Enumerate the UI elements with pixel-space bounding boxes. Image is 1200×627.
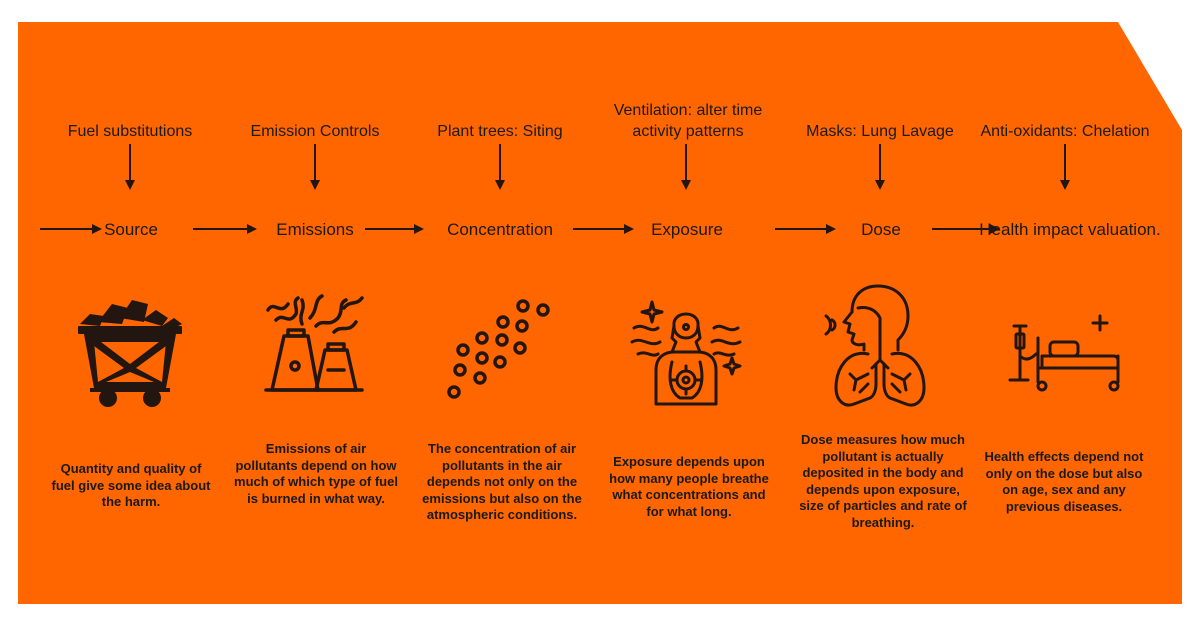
person-exposure-icon bbox=[630, 300, 742, 406]
intervention-label: Fuel substitutions bbox=[67, 123, 193, 140]
stage-label: Dose bbox=[861, 219, 901, 239]
intervention-anti-oxidants: Anti-oxidants: Chelation bbox=[970, 96, 1160, 142]
stage-emissions: Emissions bbox=[220, 206, 410, 252]
description-text: Health effects depend not only on the do… bbox=[984, 449, 1144, 514]
stage-concentration: Concentration bbox=[405, 206, 595, 252]
intervention-emission-controls: Emission Controls bbox=[220, 96, 410, 142]
intervention-label: Emission Controls bbox=[250, 123, 380, 140]
intervention-label: Masks: Lung Lavage bbox=[806, 123, 954, 140]
stage-label: Concentration bbox=[447, 219, 553, 239]
orange-panel bbox=[18, 22, 1182, 604]
description-text: Emissions of air pollutants depend on ho… bbox=[234, 441, 398, 506]
description-text: The concentration of air pollutants in t… bbox=[422, 441, 582, 522]
intervention-label: Ventilation: alter time activity pattern… bbox=[613, 102, 763, 140]
factory-chimneys-icon bbox=[264, 294, 364, 392]
description-concentration: The concentration of air pollutants in t… bbox=[419, 441, 585, 524]
stage-dose: Dose bbox=[786, 206, 976, 252]
intervention-label: Plant trees: Siting bbox=[437, 123, 563, 140]
description-text: Dose measures how much pollutant is actu… bbox=[799, 432, 967, 530]
intervention-label: Anti-oxidants: Chelation bbox=[980, 123, 1150, 140]
coal-cart-icon bbox=[78, 300, 182, 407]
intervention-plant-trees: Plant trees: Siting bbox=[405, 96, 595, 142]
description-health: Health effects depend not only on the do… bbox=[978, 449, 1150, 515]
stage-exposure: Exposure bbox=[592, 206, 782, 252]
intervention-masks: Masks: Lung Lavage bbox=[785, 96, 975, 142]
stage-label: Source bbox=[104, 219, 158, 239]
particles-icon bbox=[447, 299, 550, 399]
description-emissions: Emissions of air pollutants depend on ho… bbox=[234, 441, 398, 507]
stage-label: Exposure bbox=[651, 219, 723, 239]
description-exposure: Exposure depends upon how many people br… bbox=[603, 454, 775, 520]
stage-label: Health impact valuation. bbox=[979, 219, 1161, 239]
intervention-ventilation: Ventilation: alter time activity pattern… bbox=[593, 96, 783, 142]
intervention-fuel: Fuel substitutions bbox=[35, 96, 225, 142]
description-dose: Dose measures how much pollutant is actu… bbox=[793, 432, 973, 531]
hospital-bed-icon bbox=[1008, 314, 1120, 392]
stage-health-impact: Health impact valuation. bbox=[970, 206, 1170, 252]
description-source: Quantity and quality of fuel give some i… bbox=[50, 461, 212, 511]
description-text: Quantity and quality of fuel give some i… bbox=[51, 461, 211, 509]
stage-source: Source bbox=[36, 206, 226, 252]
respiratory-system-icon bbox=[824, 284, 926, 407]
stage-label: Emissions bbox=[276, 219, 354, 239]
description-text: Exposure depends upon how many people br… bbox=[609, 454, 769, 519]
